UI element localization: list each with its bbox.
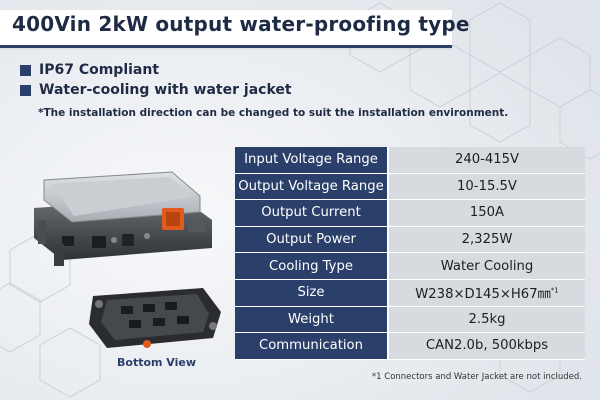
spec-value: CAN2.0b, 500kbps	[389, 333, 585, 360]
spec-value: 2,325W	[389, 226, 585, 254]
spec-label: Weight	[235, 306, 389, 334]
spec-value: 150A	[389, 200, 585, 227]
product-bottom-view-image	[89, 288, 221, 348]
spec-table: Input Voltage Range 240-415V Output Volt…	[235, 147, 585, 360]
spec-label: Input Voltage Range	[235, 147, 389, 174]
title-underline	[0, 45, 452, 48]
feature-item-water-cooling: Water-cooling with water jacket	[20, 82, 292, 98]
feature-item-ip67: IP67 Compliant	[20, 62, 159, 78]
spec-value: 240-415V	[389, 147, 585, 174]
size-footnote-marker: *1	[550, 286, 559, 295]
list-bullet-square-icon	[20, 64, 31, 76]
spec-label: Output Power	[235, 226, 389, 254]
bottom-view-caption: Bottom View	[117, 356, 197, 369]
table-row: Output Current 150A	[235, 200, 585, 227]
spec-value: Water Cooling	[389, 253, 585, 280]
spec-label: Size	[235, 279, 389, 307]
table-row: Communication CAN2.0b, 500kbps	[235, 333, 585, 360]
size-value: W238×D145×H67㎜	[415, 287, 551, 303]
spec-value: 10-15.5V	[389, 173, 585, 201]
table-row: Cooling Type Water Cooling	[235, 253, 585, 280]
spec-value-size: W238×D145×H67㎜*1	[389, 279, 585, 307]
footnote: *1 Connectors and Water Jacket are not i…	[371, 372, 582, 382]
table-row: Input Voltage Range 240-415V	[235, 147, 585, 174]
feature-label: Water-cooling with water jacket	[39, 82, 292, 98]
title-banner: 400Vin 2kW output water-proofing type	[0, 10, 469, 48]
installation-note: *The installation direction can be chang…	[38, 107, 509, 119]
spec-label: Output Voltage Range	[235, 173, 389, 201]
spec-label: Cooling Type	[235, 253, 389, 280]
table-row: Weight 2.5kg	[235, 306, 585, 334]
spec-label: Communication	[235, 333, 389, 360]
list-bullet-square-icon	[20, 84, 31, 96]
product-top-view-image	[34, 171, 212, 266]
feature-label: IP67 Compliant	[39, 62, 160, 78]
spec-value: 2.5kg	[389, 306, 585, 334]
table-row: Output Voltage Range 10-15.5V	[235, 173, 585, 201]
table-row: Size W238×D145×H67㎜*1	[235, 279, 585, 307]
spec-label: Output Current	[235, 200, 389, 227]
page-title: 400Vin 2kW output water-proofing type	[12, 12, 470, 36]
table-row: Output Power 2,325W	[235, 226, 585, 254]
